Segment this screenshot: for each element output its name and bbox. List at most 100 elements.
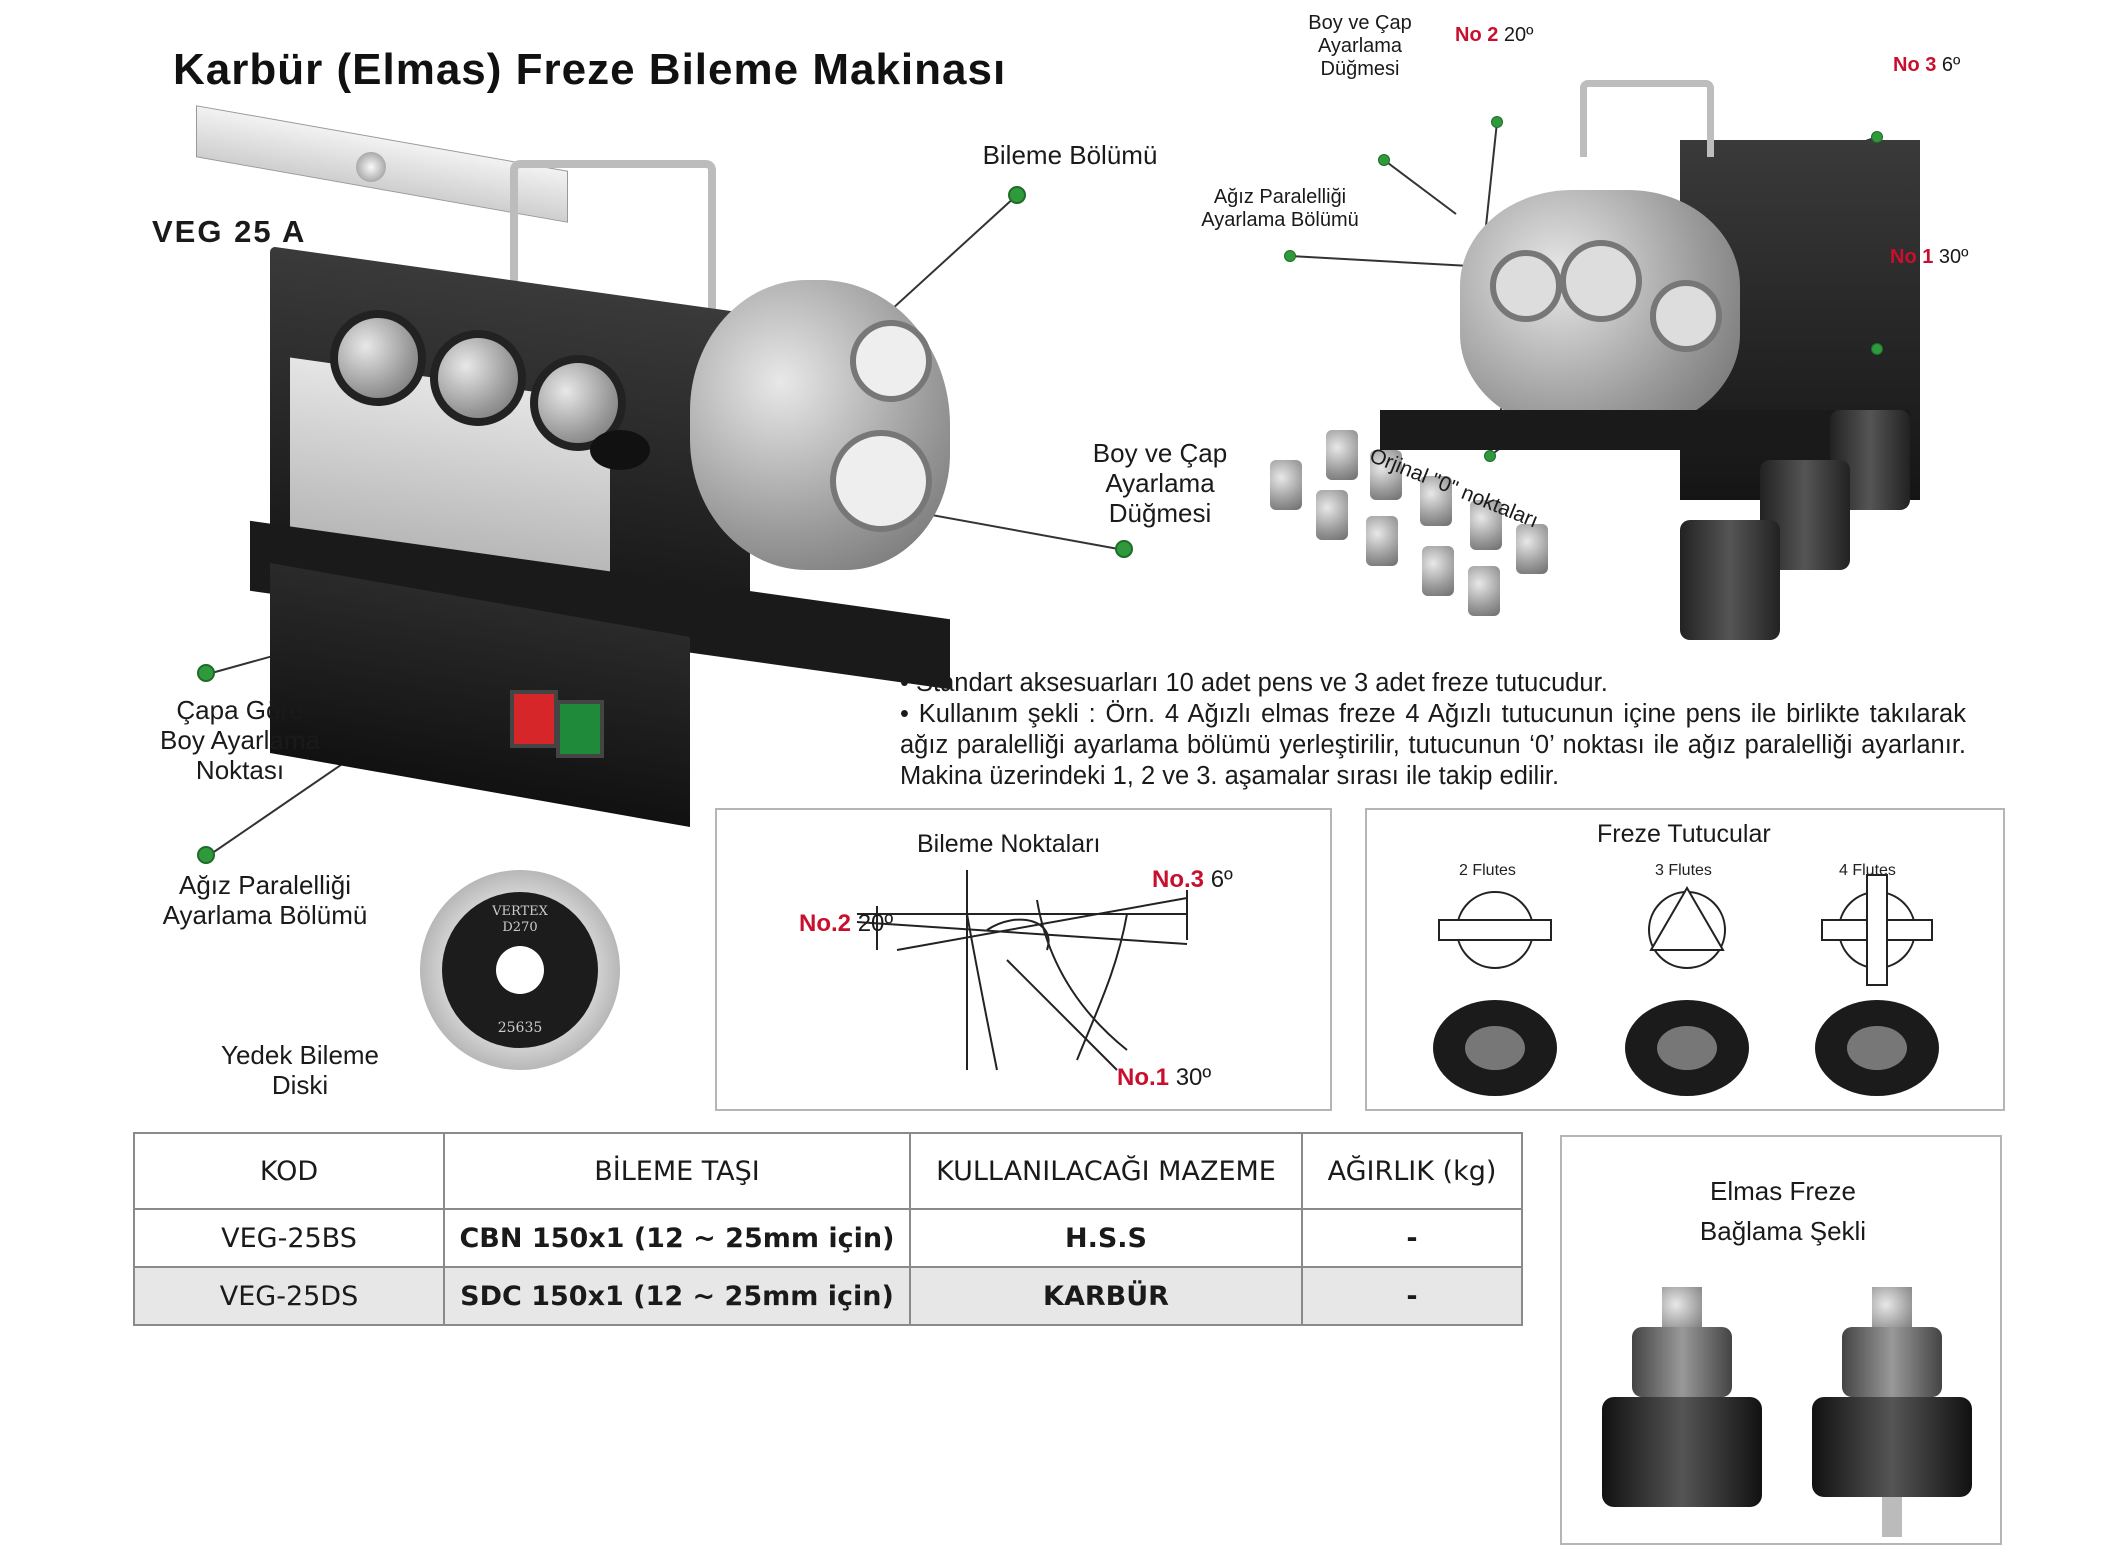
callout-line: Boy ve Çap bbox=[1308, 12, 1412, 34]
disc-number: 25635 bbox=[497, 1020, 543, 1036]
holder-with-cutter-2 bbox=[1812, 1287, 1972, 1537]
no2-angle: 20º bbox=[1503, 24, 1534, 46]
page-title: Karbür (Elmas) Freze Bileme Makinası bbox=[173, 45, 1007, 94]
grinding-head bbox=[690, 280, 950, 570]
callout-yedek: Yedek Bileme Diski bbox=[190, 1040, 410, 1100]
callout-dot bbox=[1284, 250, 1296, 262]
collet bbox=[1270, 460, 1302, 510]
spare-grinding-disc: VERTEX D270 25635 bbox=[420, 870, 620, 1070]
holder-ring-1 bbox=[330, 310, 426, 406]
collet bbox=[1516, 524, 1548, 574]
cell-bileme-tasi: CBN 150x1 (12 ~ 25mm için) bbox=[443, 1208, 911, 1268]
callout-dot bbox=[1008, 186, 1026, 204]
callout-dot bbox=[197, 664, 215, 682]
holder-with-cutter-1 bbox=[1602, 1287, 1762, 1517]
holder-nut bbox=[1842, 1327, 1942, 1397]
diagram-label-no3: No.3 6º bbox=[1152, 866, 1233, 894]
callout-dot bbox=[1378, 154, 1390, 166]
collet bbox=[1370, 450, 1402, 500]
header-agirlik: AĞIRLIK (kg) bbox=[1301, 1132, 1523, 1210]
collet bbox=[1422, 546, 1454, 596]
panel-title: Elmas Freze Bağlama Şekli bbox=[1562, 1171, 2004, 1251]
header-mazeme: KULLANILACAĞI MAZEME bbox=[909, 1132, 1303, 1210]
photo-callout-agiz: Ağız Paralelliği Ayarlama Bölümü bbox=[1170, 186, 1390, 232]
title-line: Elmas Freze bbox=[1710, 1176, 1856, 1206]
cover-knob bbox=[356, 152, 386, 182]
grinding-port bbox=[1650, 280, 1722, 352]
photo-label-no1: No 1 30º bbox=[1890, 246, 1968, 269]
grinding-port-2 bbox=[830, 430, 932, 532]
start-button bbox=[556, 700, 604, 758]
disc-brand: VERTEX bbox=[492, 904, 548, 919]
cell-agirlik: - bbox=[1301, 1208, 1523, 1268]
grinding-port bbox=[1560, 240, 1642, 322]
cell-mazeme: KARBÜR bbox=[909, 1266, 1303, 1326]
callout-capa: Çapa Göre Boy Ayarlama Noktası bbox=[130, 695, 350, 785]
disc-code: D270 bbox=[502, 920, 538, 935]
callout-line: Ayarlama bbox=[1105, 468, 1215, 498]
shank bbox=[1882, 1497, 1902, 1537]
no1-angle: 30º bbox=[1175, 1064, 1212, 1091]
collet bbox=[1326, 430, 1358, 480]
diagram-label-no1: No.1 30º bbox=[1117, 1064, 1211, 1092]
callout-line: Diski bbox=[271, 1070, 329, 1100]
holders-group bbox=[1680, 400, 1940, 640]
header-kod: KOD bbox=[133, 1132, 445, 1210]
spec-table: KOD BİLEME TAŞI KULLANILACAĞI MAZEME AĞI… bbox=[133, 1132, 1523, 1326]
collets-group bbox=[1270, 420, 1550, 620]
cell-kod: VEG-25BS bbox=[133, 1208, 445, 1268]
callout-dot bbox=[1115, 540, 1133, 558]
callout-dot bbox=[1484, 450, 1496, 462]
carry-handle bbox=[510, 160, 716, 318]
collet bbox=[1420, 476, 1452, 526]
disc-hole bbox=[496, 946, 544, 994]
no1-label: No 1 bbox=[1890, 246, 1934, 268]
adjust-knob bbox=[590, 430, 650, 470]
callout-line: Ayarlama Bölümü bbox=[162, 900, 368, 930]
panel-title: Bileme Noktaları bbox=[917, 830, 1101, 858]
no2-angle: 20º bbox=[857, 910, 894, 937]
cell-kod: VEG-25DS bbox=[133, 1266, 445, 1326]
panel-title: Freze Tutucular bbox=[1597, 820, 1771, 848]
holder-nut bbox=[1632, 1327, 1732, 1397]
callout-line: Yedek Bileme bbox=[220, 1040, 380, 1070]
table-row: VEG-25BS CBN 150x1 (12 ~ 25mm için) H.S.… bbox=[133, 1208, 1523, 1268]
header-bileme-tasi: BİLEME TAŞI bbox=[443, 1132, 911, 1210]
stop-button bbox=[510, 690, 558, 748]
no3-label: No 3 bbox=[1893, 54, 1937, 76]
flute-diagrams bbox=[1433, 874, 1939, 1096]
description-text: • Standart aksesuarları 10 adet pens ve … bbox=[900, 668, 1966, 792]
no3-angle: 6º bbox=[1941, 54, 1961, 76]
callout-line: Çapa Göre bbox=[176, 695, 304, 725]
diagram-label-no2: No.2 20º bbox=[799, 910, 893, 938]
callout-line: Boy ve Çap bbox=[1092, 438, 1228, 468]
cutter-diagram bbox=[856, 870, 1188, 1071]
cell-bileme-tasi: SDC 150x1 (12 ~ 25mm için) bbox=[443, 1266, 911, 1326]
machine-illustration bbox=[190, 105, 960, 828]
flute-label: 2 Flutes bbox=[1459, 862, 1516, 879]
callout-dot bbox=[1871, 343, 1883, 355]
model-code: VEG 25 A bbox=[152, 214, 307, 249]
grinding-port-1 bbox=[850, 320, 932, 402]
table-row: VEG-25DS SDC 150x1 (12 ~ 25mm için) KARB… bbox=[133, 1266, 1523, 1326]
callout-boy-cap: Boy ve Çap Ayarlama Düğmesi bbox=[1060, 438, 1260, 528]
callout-line: Ayarlama bbox=[1317, 35, 1403, 57]
holder-base bbox=[1602, 1397, 1762, 1507]
bullet-item: • Kullanım şekli : Örn. 4 Ağızlı elmas f… bbox=[900, 700, 1966, 790]
callout-line: Düğmesi bbox=[1108, 498, 1212, 528]
bullet-item: • Standart aksesuarları 10 adet pens ve … bbox=[900, 669, 1608, 697]
collet bbox=[1316, 490, 1348, 540]
callout-agiz: Ağız Paralelliği Ayarlama Bölümü bbox=[130, 870, 400, 930]
collet bbox=[1366, 516, 1398, 566]
freze-tutucular-panel: Freze Tutucular 2 Flutes 3 Flutes 4 Flut… bbox=[1365, 808, 2005, 1111]
callout-dot bbox=[1491, 116, 1503, 128]
callout-line: Ağız Paralelliği bbox=[1213, 186, 1347, 208]
bileme-noktalari-panel: Bileme Noktaları No.3 6º No.2 20º No.1 3… bbox=[715, 808, 1332, 1111]
title-line: Bağlama Şekli bbox=[1699, 1216, 1867, 1246]
collet bbox=[1468, 566, 1500, 616]
cell-agirlik: - bbox=[1301, 1266, 1523, 1326]
holder-base bbox=[1812, 1397, 1972, 1497]
no2-label: No.2 bbox=[799, 910, 852, 937]
right-machine-illustration bbox=[1380, 80, 1940, 510]
callout-bileme-bolumu: Bileme Bölümü bbox=[982, 140, 1158, 170]
